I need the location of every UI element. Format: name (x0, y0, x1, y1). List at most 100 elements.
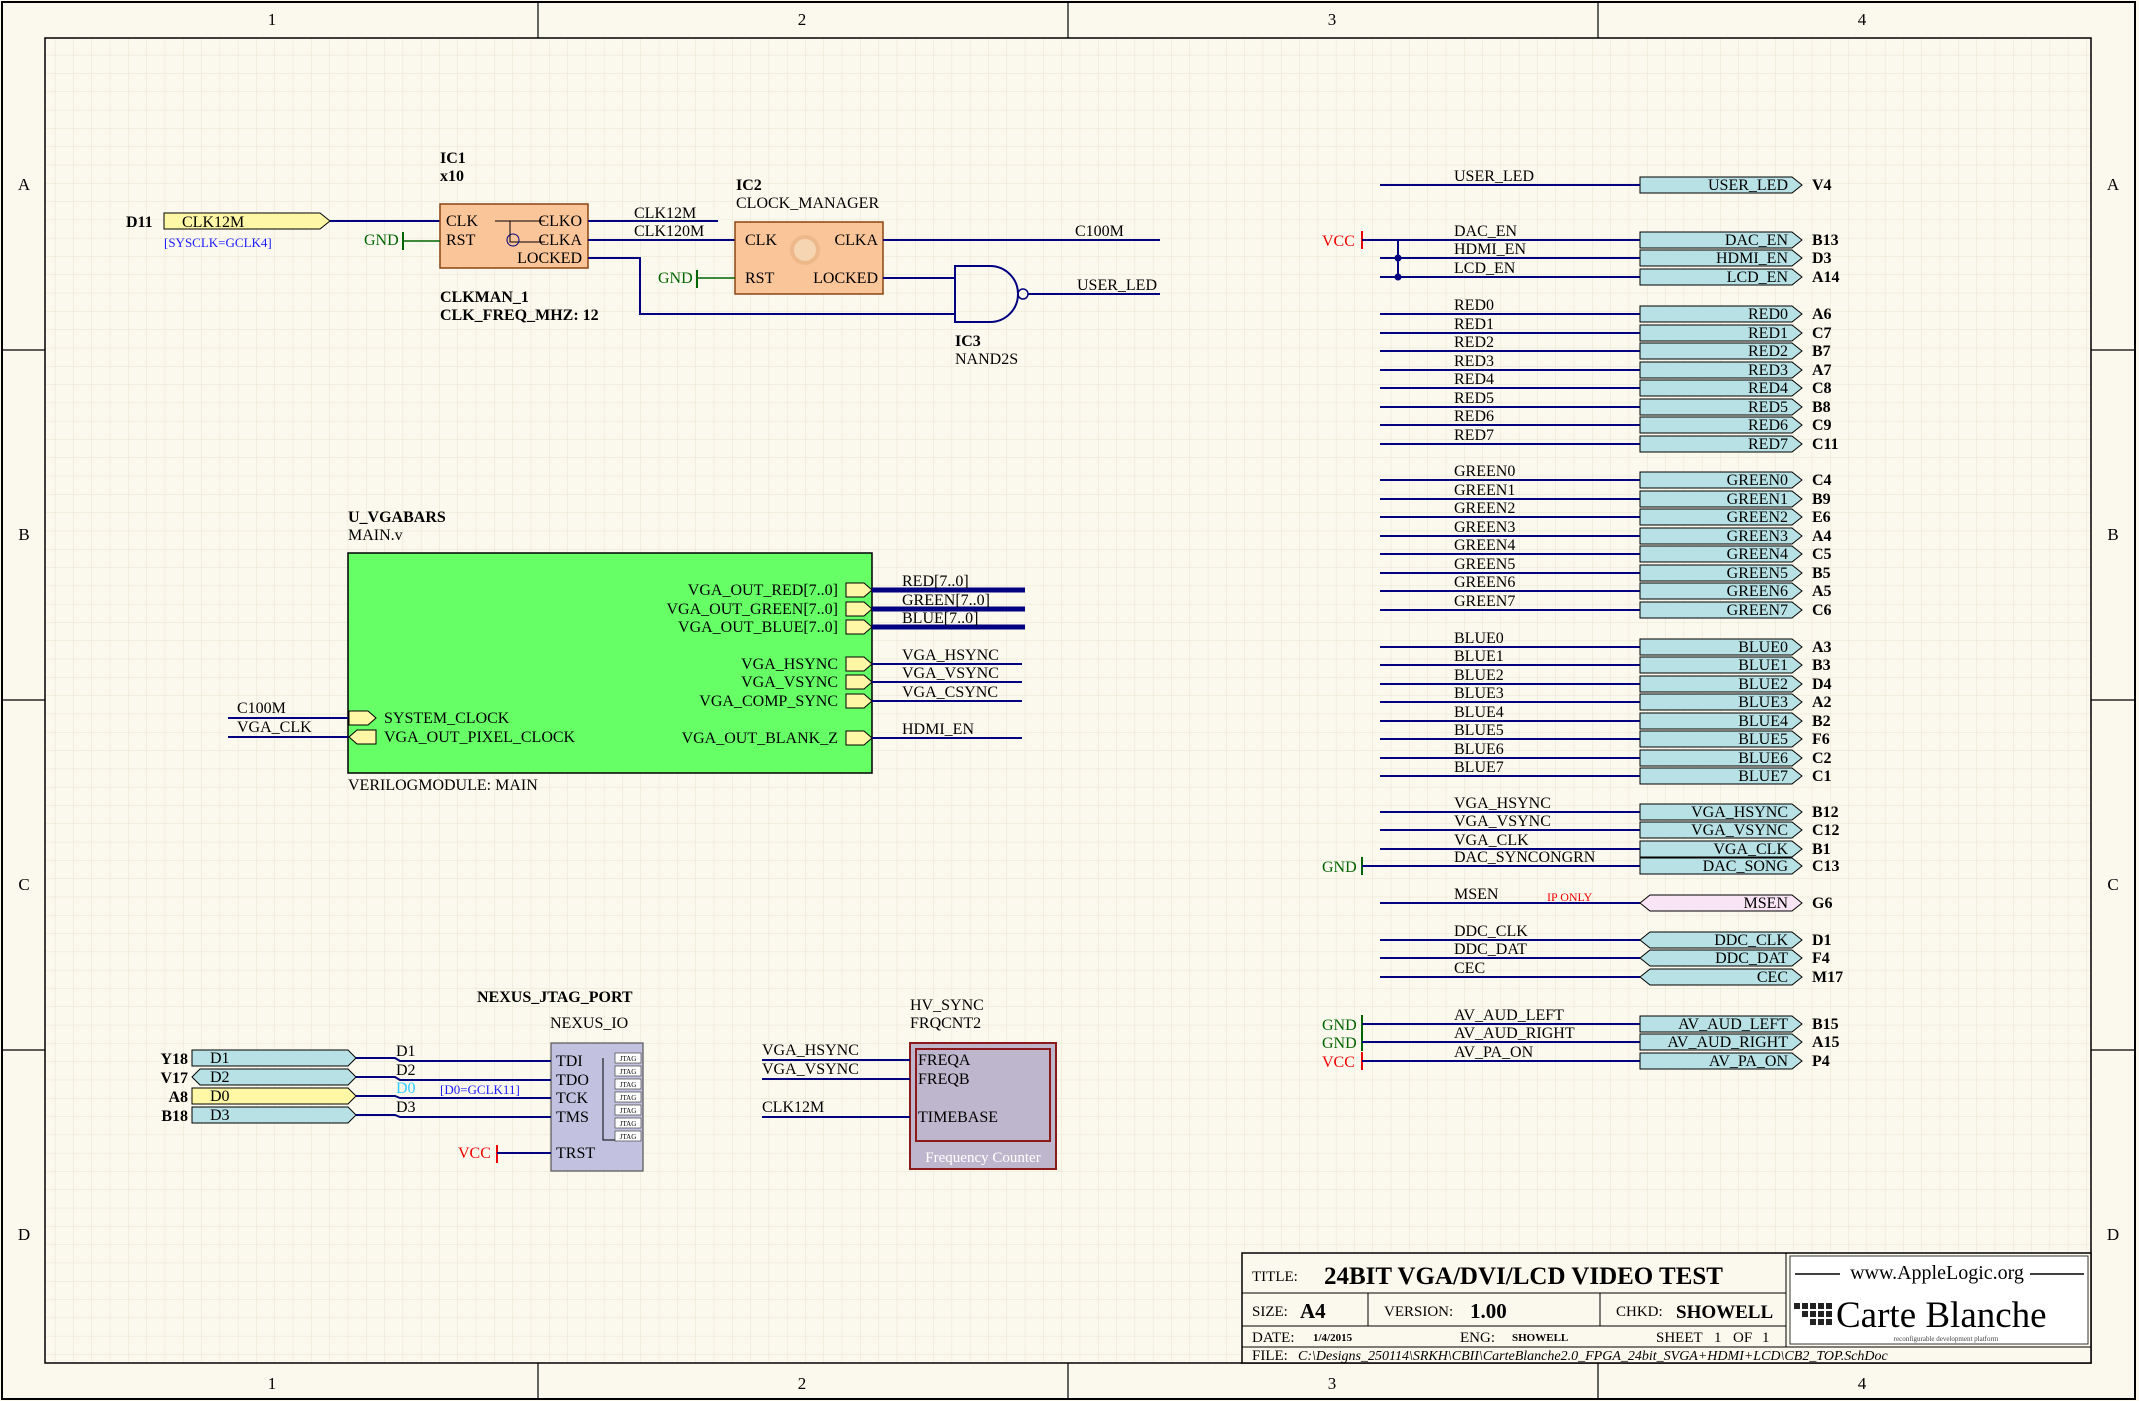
port-green7[interactable] (1639, 601, 1803, 619)
pin-a14: A14 (1812, 269, 1840, 286)
jtag-port-d1[interactable] (191, 1049, 357, 1067)
port-ddc-dat[interactable] (1639, 949, 1803, 967)
port-vga-clk[interactable] (1639, 840, 1803, 858)
module-port-left-0[interactable] (348, 710, 377, 726)
ic1-pin-rst: RST (446, 232, 476, 249)
port-green1[interactable] (1639, 490, 1803, 508)
zone-row-c-right: C (2107, 875, 2118, 894)
net-label-av-aud-right: AV_AUD_RIGHT (1454, 1025, 1575, 1042)
ic1-body[interactable] (439, 203, 589, 269)
zone-row-a-left: A (18, 175, 31, 194)
pin-d1: D1 (1812, 932, 1832, 949)
module-port-right-5[interactable] (845, 693, 873, 709)
port-av-pa-on[interactable] (1639, 1052, 1803, 1070)
jtag-chain-tag: JTAG (620, 1094, 637, 1102)
port-green6[interactable] (1639, 582, 1803, 600)
jtag-body-pin-tdi: TDI (556, 1053, 583, 1070)
port-blue2[interactable] (1639, 675, 1803, 693)
port-user-led[interactable] (1639, 176, 1803, 194)
net-label-user-led: USER_LED (1454, 168, 1534, 185)
net-label-red7: RED7 (1454, 427, 1494, 444)
port-blue4[interactable] (1639, 712, 1803, 730)
net-label-hdmi-en: HDMI_EN (1454, 241, 1526, 258)
net-label-green4: GREEN4 (1454, 537, 1515, 554)
module-port-label-4: VGA_VSYNC (741, 674, 838, 691)
net-label-blue3: BLUE3 (1454, 685, 1504, 702)
port-clk12m[interactable] (163, 212, 331, 230)
module-port-right-6[interactable] (845, 730, 873, 746)
ic1-pin-clk: CLK (446, 213, 478, 230)
jtag-pin-v17: V17 (160, 1070, 188, 1087)
module-footer: VERILOGMODULE: MAIN (348, 777, 538, 794)
port-green0[interactable] (1639, 471, 1803, 489)
jtag-port-d3[interactable] (191, 1106, 357, 1124)
port-vga-hsync[interactable] (1639, 803, 1803, 821)
port-msen[interactable] (1639, 894, 1803, 912)
title-label: TITLE: (1252, 1269, 1298, 1285)
ic3-designator: IC3 (955, 333, 981, 350)
port-lcd-en[interactable] (1639, 268, 1803, 286)
port-red0[interactable] (1639, 305, 1803, 323)
net-c100m: C100M (1075, 223, 1124, 240)
port-green3[interactable] (1639, 527, 1803, 545)
pin-a5: A5 (1812, 583, 1832, 600)
ic3-name: NAND2S (955, 351, 1018, 368)
module-port-right-0[interactable] (845, 582, 873, 598)
port-label-hdmi-en: HDMI_EN (1716, 250, 1788, 267)
module-body[interactable] (347, 552, 873, 774)
port-ddc-clk[interactable] (1639, 931, 1803, 949)
pin-b12: B12 (1812, 804, 1839, 821)
port-blue3[interactable] (1639, 693, 1803, 711)
jtag-port-d0[interactable] (191, 1087, 357, 1105)
port-blue6[interactable] (1639, 749, 1803, 767)
port-green5[interactable] (1639, 564, 1803, 582)
port-dac-song[interactable] (1639, 857, 1803, 875)
port-green4[interactable] (1639, 545, 1803, 563)
port-label-vga-clk: VGA_CLK (1713, 841, 1788, 858)
port-label-green6: GREEN6 (1727, 583, 1788, 600)
port-blue0[interactable] (1639, 638, 1803, 656)
port-red6[interactable] (1639, 416, 1803, 434)
jtag-chain-tag: JTAG (620, 1081, 637, 1089)
port-av-aud-right[interactable] (1639, 1033, 1803, 1051)
port-blue7[interactable] (1639, 767, 1803, 785)
net-label-green7: GREEN7 (1454, 593, 1515, 610)
ic2-name: CLOCK_MANAGER (736, 195, 879, 212)
freq-body[interactable] (909, 1042, 1057, 1170)
module-port-right-1[interactable] (845, 601, 873, 617)
module-port-right-4[interactable] (845, 674, 873, 690)
module-port-left-1[interactable] (348, 729, 377, 745)
net-label-blue6: BLUE6 (1454, 741, 1504, 758)
title-block: TITLE: 24BIT VGA/DVI/LCD VIDEO TEST SIZE… (1241, 1252, 2092, 1364)
module-net-right-5: VGA_CSYNC (902, 684, 998, 701)
net-clk12m: CLK12M (634, 205, 696, 222)
jtag-chain-tag: JTAG (620, 1055, 637, 1063)
net-label-red2: RED2 (1454, 334, 1494, 351)
module-port-right-3[interactable] (845, 656, 873, 672)
port-cec[interactable] (1639, 968, 1803, 986)
port-av-aud-left[interactable] (1639, 1015, 1803, 1033)
port-red2[interactable] (1639, 342, 1803, 360)
port-red3[interactable] (1639, 361, 1803, 379)
port-green2[interactable] (1639, 508, 1803, 526)
zone-row-b-right: B (2107, 525, 2118, 544)
port-label-av-aud-left: AV_AUD_LEFT (1678, 1016, 1788, 1033)
of-label: OF (1733, 1330, 1752, 1346)
port-hdmi-en[interactable] (1639, 249, 1803, 267)
port-red4[interactable] (1639, 379, 1803, 397)
port-vga-vsync[interactable] (1639, 821, 1803, 839)
port-blue1[interactable] (1639, 656, 1803, 674)
port-red1[interactable] (1639, 324, 1803, 342)
port-dac-en[interactable] (1639, 231, 1803, 249)
port-red7[interactable] (1639, 435, 1803, 453)
module-port-right-2[interactable] (845, 619, 873, 635)
date-value: 1/4/2015 (1313, 1332, 1353, 1344)
module-net-right-4: VGA_VSYNC (902, 665, 999, 682)
jtag-net-0: D1 (396, 1043, 416, 1060)
eng-label: ENG: (1460, 1330, 1495, 1346)
port-blue5[interactable] (1639, 730, 1803, 748)
module-file: MAIN.v (348, 527, 403, 544)
freq-caption: Frequency Counter (925, 1150, 1040, 1166)
ic1-param: CLK_FREQ_MHZ: 12 (440, 307, 599, 324)
port-red5[interactable] (1639, 398, 1803, 416)
